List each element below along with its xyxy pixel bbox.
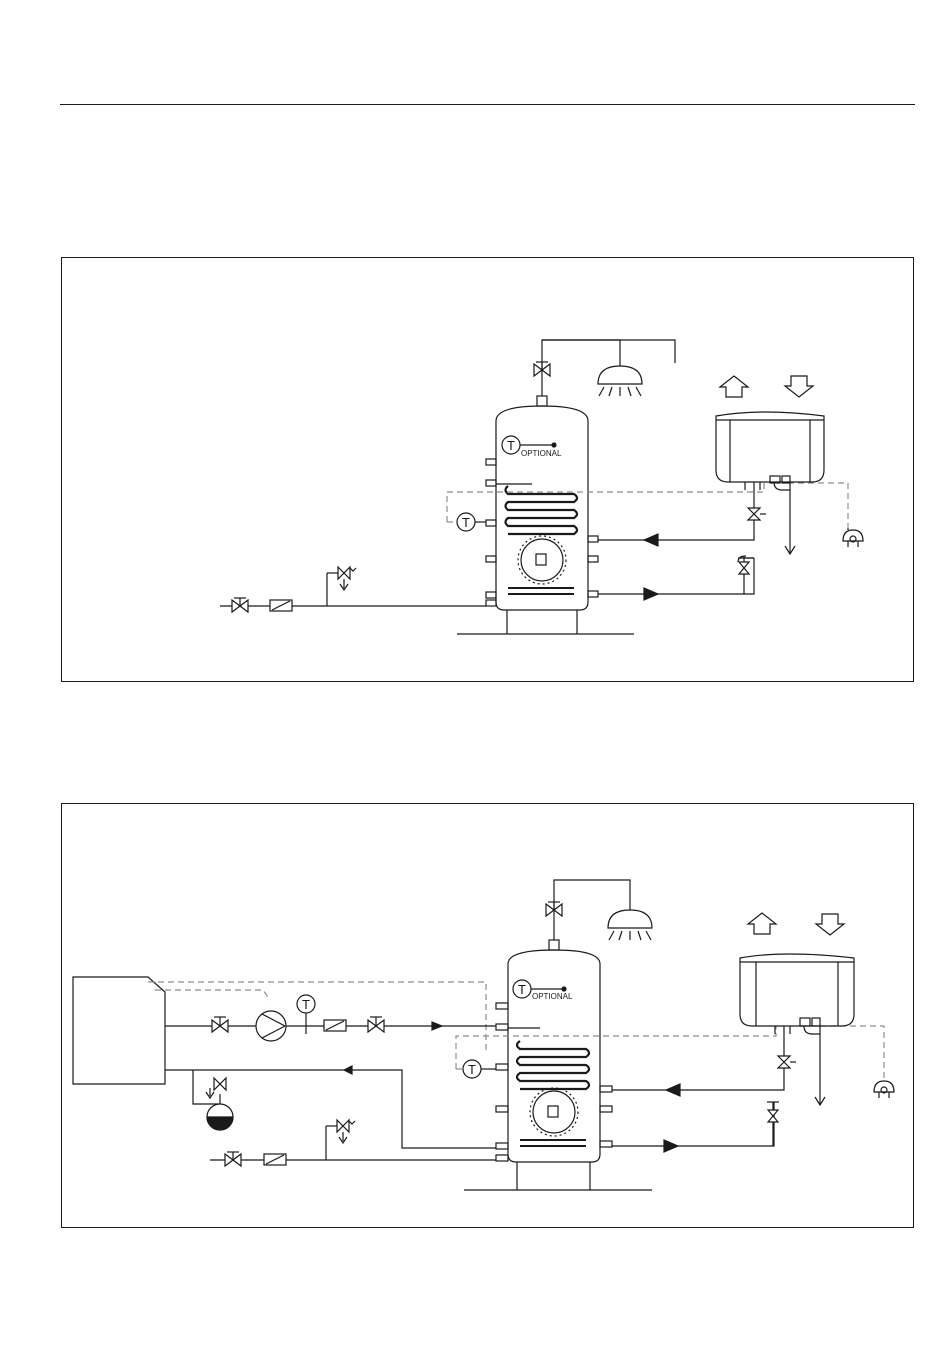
flow-direction-arrow-right-2	[664, 1140, 678, 1152]
storage-tank	[486, 396, 598, 634]
sensor-aux-symbol-2: T	[468, 1062, 476, 1077]
diagram-panel-2: T OPTIONAL T	[61, 803, 914, 1228]
shower-head-icon-2	[608, 910, 652, 940]
heater-element-icon	[536, 554, 546, 565]
flow-direction-arrow-left	[644, 534, 658, 546]
inlet-shut-off-valve	[232, 598, 248, 612]
inlet-shut-off-valve-2	[225, 1152, 241, 1166]
flow-direction-arrow-right	[644, 588, 658, 600]
flow-direction-arrow-left-2	[666, 1084, 680, 1096]
storage-tank-2	[496, 940, 612, 1190]
diagram-panel-1: T OPTIONAL T	[61, 257, 914, 682]
valve-heatpump-flow	[748, 508, 766, 520]
bottom-coil	[508, 588, 574, 594]
boiler-shut-off-valve	[212, 1017, 228, 1032]
plumbing-diagram-2: T OPTIONAL T	[62, 804, 915, 1229]
flange-dotted-ring	[518, 536, 566, 584]
sensor-main-symbol: T	[507, 438, 515, 453]
valve-heatpump-flow-2	[778, 1056, 796, 1068]
boiler-shut-off-valve-2	[368, 1017, 384, 1032]
air-out-arrow-icon-2	[748, 913, 776, 934]
header-rule	[60, 104, 915, 105]
electric-heater-flange-2	[533, 1091, 575, 1133]
sensor-main-symbol-2: T	[518, 982, 526, 997]
control-box-icon-2	[800, 1018, 810, 1026]
tank-top-outlet	[537, 396, 547, 406]
boiler-return-arrow	[344, 1066, 352, 1074]
hot-water-supply-line-2	[554, 880, 630, 940]
power-wire-dashed	[788, 483, 848, 528]
valve-heatpump-return	[738, 556, 754, 574]
power-plug-icon	[843, 528, 863, 547]
air-in-arrow-icon	[785, 376, 813, 397]
safety-valve-icon	[338, 567, 356, 590]
heat-pump-unit	[716, 412, 824, 483]
plumbing-diagram-1: T OPTIONAL T	[62, 258, 915, 683]
sensor-optional-label-2: OPTIONAL	[532, 992, 573, 1001]
air-in-arrow-icon-2	[816, 914, 844, 935]
control-wire-dashed	[447, 483, 764, 522]
shower-head-icon	[542, 340, 642, 396]
flow-pipe-hot	[598, 482, 754, 540]
boiler-unit	[73, 977, 165, 1084]
air-out-arrow-icon	[720, 376, 748, 397]
electric-heater-flange	[521, 539, 563, 581]
power-plug-icon-2	[874, 1081, 894, 1098]
boiler-flow-arrow	[432, 1022, 442, 1030]
control-wire-dashed-2	[456, 1026, 776, 1069]
boiler-control-wire-dashed	[148, 982, 486, 1054]
heat-pump-unit-2	[740, 954, 854, 1026]
expansion-vessel-icon	[207, 1094, 233, 1130]
circulation-pump-icon	[256, 1011, 286, 1041]
return-pipe-cold-2	[612, 1102, 774, 1146]
valve-heatpump-return-2	[767, 1102, 779, 1122]
return-pipe-cold	[598, 558, 754, 594]
heating-coil	[506, 486, 578, 534]
boiler-safety-valve-icon	[206, 1078, 226, 1098]
sensor-aux-symbol: T	[462, 515, 470, 530]
sensor-optional-label: OPTIONAL	[521, 449, 562, 458]
heater-element-icon-2	[548, 1106, 558, 1117]
sensor-loop-symbol: T	[302, 997, 310, 1012]
safety-valve-icon-2	[337, 1120, 355, 1143]
